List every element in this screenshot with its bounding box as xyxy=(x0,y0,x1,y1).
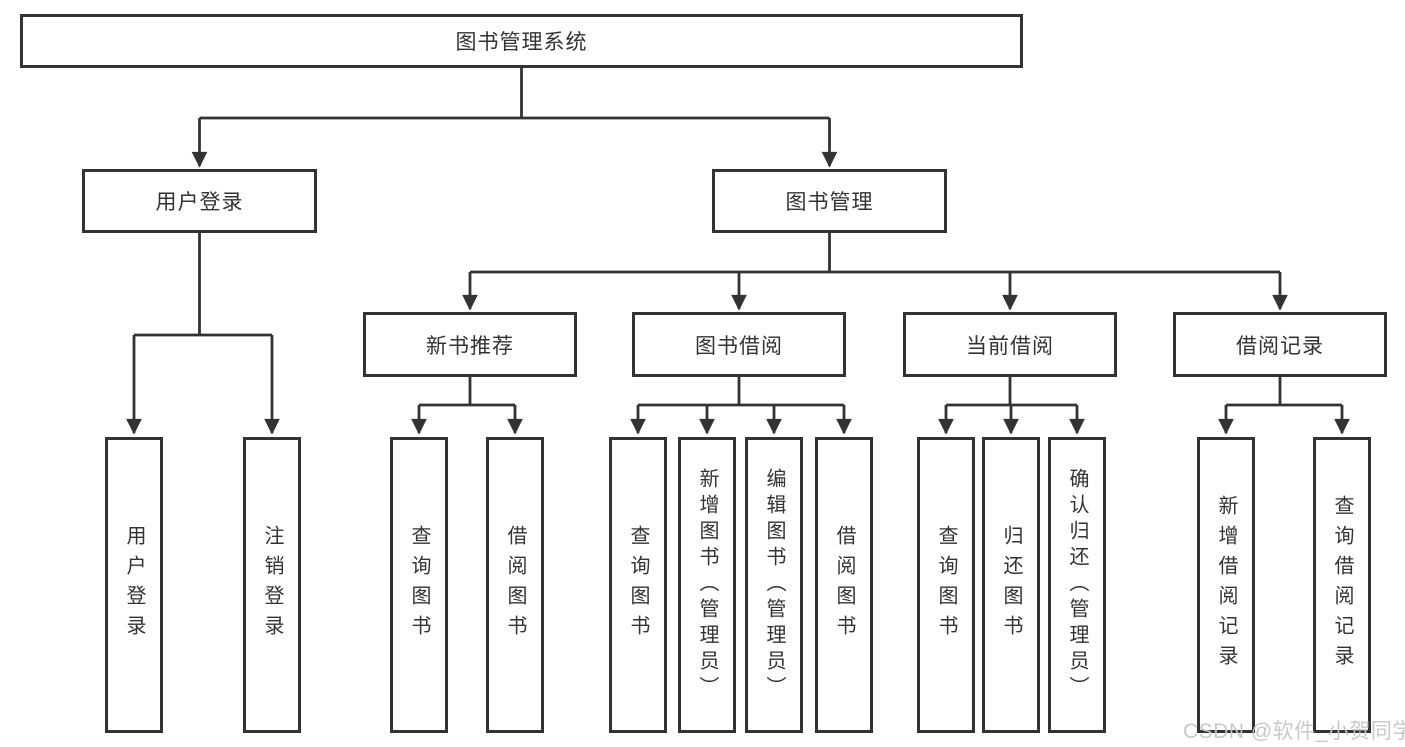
watermark-csdn: CSDN @软件_小贺同学 xyxy=(1183,720,1405,743)
leaf-query-borrow-record: 查询借阅记录 xyxy=(1313,437,1371,733)
node-user-login: 用户登录 xyxy=(82,169,317,233)
node-book-borrowing: 图书借阅 xyxy=(632,312,846,377)
leaf-query-books-borrow: 查询图书 xyxy=(609,437,667,733)
leaf-add-borrow-record: 新增借阅记录 xyxy=(1197,437,1255,733)
node-new-book-recommendation: 新书推荐 xyxy=(363,312,577,377)
node-current-borrowing: 当前借阅 xyxy=(903,312,1117,377)
leaf-confirm-return-admin: 确认归还（管理员） xyxy=(1048,437,1106,733)
leaf-query-books-current: 查询图书 xyxy=(917,437,975,733)
leaf-edit-book-admin: 编辑图书（管理员） xyxy=(745,437,803,733)
node-borrowing-records: 借阅记录 xyxy=(1173,312,1387,377)
leaf-user-login: 用户登录 xyxy=(105,437,163,733)
node-library-management-system: 图书管理系统 xyxy=(20,14,1023,68)
leaf-borrow-books-recommend: 借阅图书 xyxy=(486,437,544,733)
leaf-add-book-admin: 新增图书（管理员） xyxy=(678,437,736,733)
leaf-return-book: 归还图书 xyxy=(982,437,1040,733)
leaf-logout: 注销登录 xyxy=(243,437,301,733)
leaf-query-books-recommend: 查询图书 xyxy=(390,437,448,733)
node-book-management: 图书管理 xyxy=(712,169,947,233)
leaf-borrow-books: 借阅图书 xyxy=(815,437,873,733)
